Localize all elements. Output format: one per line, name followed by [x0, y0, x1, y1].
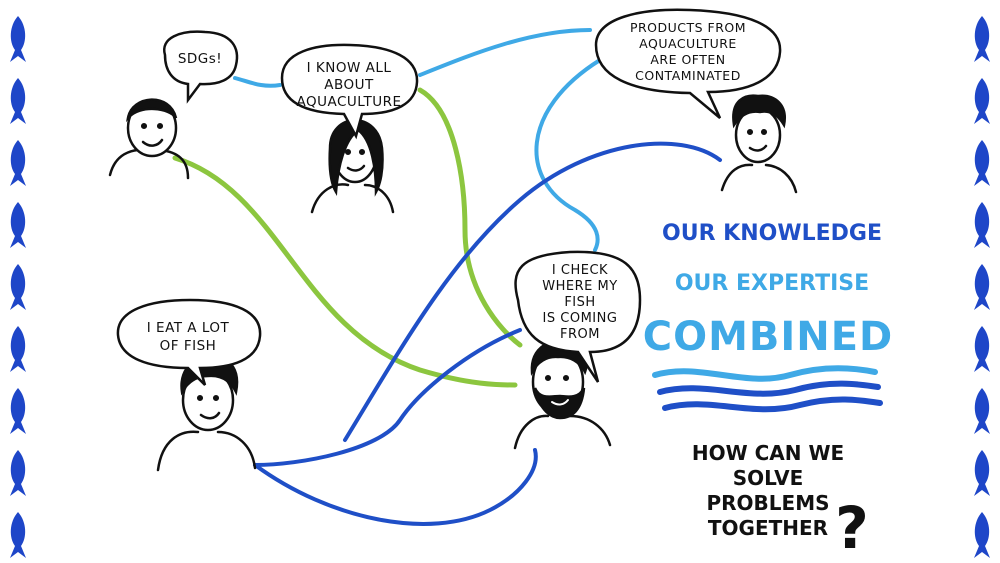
fish-border-right [974, 16, 990, 558]
txt-check-line-5: FROM [560, 327, 600, 342]
txt-eat-line-1: I EAT A LOT [147, 320, 230, 336]
headline-line-1: OUR KNOWLEDGE [662, 221, 882, 246]
txt-products-line-4: CONTAMINATED [635, 68, 741, 83]
fish-icon [10, 202, 26, 248]
connection-lines [172, 28, 722, 526]
question-mark: ? [835, 494, 869, 562]
fish-icon [974, 264, 990, 310]
fish-icon [10, 326, 26, 372]
bubble-sdgs-text: SDGs! [178, 51, 222, 67]
fish-icon [10, 140, 26, 186]
fish-icon [10, 512, 26, 558]
txt-products-line-3: ARE OFTEN [650, 52, 725, 67]
bubble-eat: I EAT A LOT OF FISH [116, 298, 262, 386]
txt-know-line-2: ABOUT [324, 77, 374, 93]
fish-icon [974, 16, 990, 62]
q-text-line-4: TOGETHER [708, 516, 828, 540]
fish-icon [10, 450, 26, 496]
fish-icon [974, 326, 990, 372]
fish-border-left [10, 16, 26, 558]
person-sdgs [108, 98, 190, 180]
txt-check-line-2: WHERE MY [542, 279, 617, 294]
blue-line-bottom [253, 448, 538, 526]
headline: OUR KNOWLEDGE OUR EXPERTISE COMBINED [643, 221, 894, 360]
bubble-sdgs: SDGs! [162, 30, 239, 104]
wave-decoration [652, 365, 883, 413]
txt-check-line-1: I CHECK [552, 263, 608, 278]
green-line-left-to-right [172, 155, 518, 388]
person-eat [156, 356, 257, 472]
bubble-eat-text: I EAT A LOT OF FISH [147, 320, 230, 354]
headline-line-3: COMBINED [643, 314, 894, 360]
green-line-center-to-right [417, 87, 523, 348]
person-know [310, 119, 395, 214]
q-text-line-2: SOLVE [733, 466, 804, 490]
txt-check-line-3: FISH [564, 295, 595, 310]
txt-check-line-4: IS COMING [543, 311, 618, 326]
txt-eat-line-2: OF FISH [160, 338, 217, 354]
txt-products-line-2: AQUACULTURE [639, 36, 737, 51]
fish-icon [974, 78, 990, 124]
fish-icon [10, 78, 26, 124]
txt-products-line-1: PRODUCTS FROM [630, 20, 746, 35]
q-text-line-3: PROBLEMS [706, 491, 829, 515]
person-products [720, 94, 798, 194]
fish-icon [974, 388, 990, 434]
lightblue-line-products-to-check [534, 58, 602, 252]
txt-know-line-1: I KNOW ALL [307, 60, 392, 76]
fish-icon [10, 264, 26, 310]
blue-line-eat-to-products [343, 141, 722, 442]
fish-icon [10, 388, 26, 434]
q-text-line-1: HOW CAN WE [692, 441, 844, 465]
fish-icon [974, 140, 990, 186]
headline-line-2: OUR EXPERTISE [675, 271, 869, 296]
txt-sdgs-line-1: SDGs! [178, 51, 222, 67]
lightblue-line-sdgs-to-know [233, 76, 282, 88]
lightblue-line-know-to-products [418, 28, 592, 77]
blue-line-eat-to-check [253, 328, 522, 467]
fish-icon [10, 16, 26, 62]
person-check [513, 338, 612, 450]
fish-icon [974, 450, 990, 496]
txt-know-line-3: AQUACULTURE [296, 94, 401, 110]
fish-icon [974, 202, 990, 248]
fish-icon [974, 512, 990, 558]
